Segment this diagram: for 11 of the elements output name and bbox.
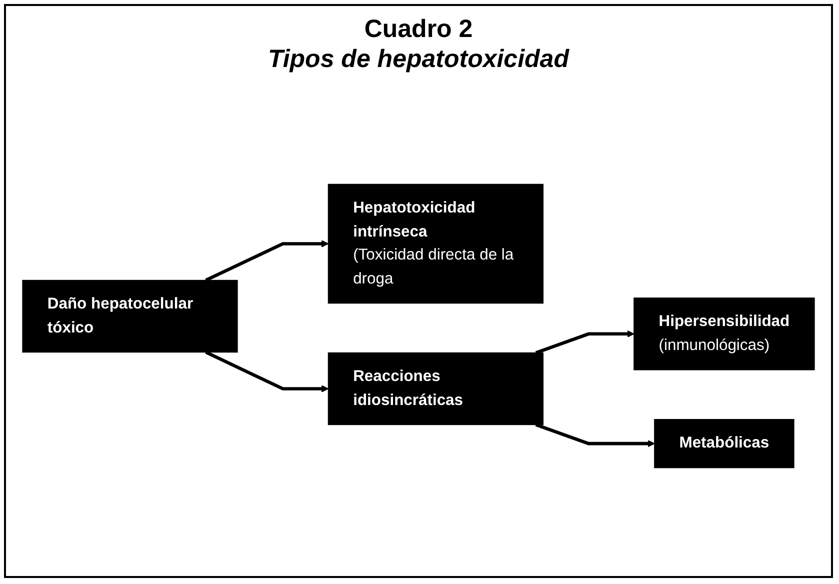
node-box: Reacciones idiosincráticas	[328, 352, 544, 426]
node-box: Metabólicas	[654, 419, 794, 468]
arrow	[535, 330, 634, 354]
node-box: Daño hepatocelular tóxico	[22, 280, 238, 353]
title: Cuadro 2	[363, 14, 474, 44]
arrow	[205, 240, 329, 282]
node-box: Hepatotoxicidad intrínseca (Toxicidad directa de la droga	[328, 184, 544, 304]
arrow	[535, 423, 655, 448]
subtitle: Tipos de hepatotoxicidad	[267, 44, 570, 74]
node-box: Hipersensibilidad (inmunológicas)	[634, 298, 815, 370]
arrow	[205, 350, 329, 392]
